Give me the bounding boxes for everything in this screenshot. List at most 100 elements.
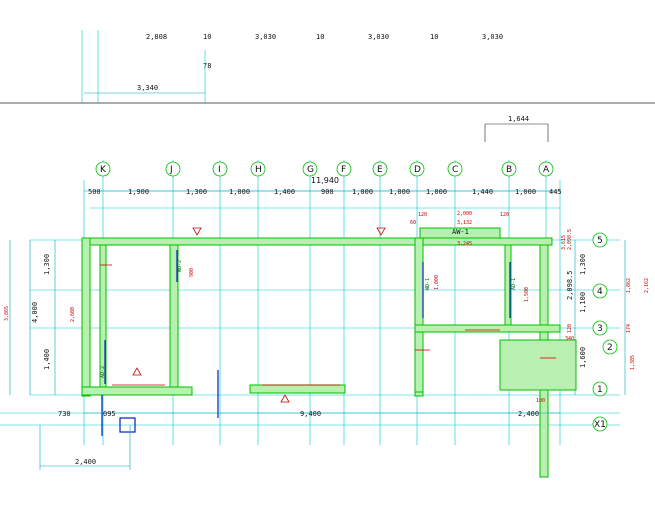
right-r10: 2,098.5: [567, 229, 573, 250]
label-120a: 120: [418, 212, 427, 218]
right-r7: 2,162: [644, 278, 650, 293]
label-aw1: AW-1: [452, 228, 469, 236]
label-60: 60: [410, 220, 416, 226]
svg-text:1: 1: [597, 385, 603, 395]
span-5: 900: [321, 188, 334, 196]
left-small: 3,865: [4, 306, 10, 321]
column-bubble-g: G: [302, 161, 318, 177]
top-dim-f: 10: [430, 33, 438, 41]
svg-text:C: C: [452, 165, 458, 175]
column-grid-lines: [83, 160, 561, 445]
label-3615: 3,615: [561, 235, 567, 250]
label-340: 340: [565, 336, 574, 342]
span-10: 1,000: [515, 188, 536, 196]
right-r2: 1,100: [579, 292, 587, 313]
top-dim-c: 3,030: [255, 33, 276, 41]
right-r8: 120: [567, 324, 573, 333]
top-dim-d: 10: [316, 33, 324, 41]
label-120b: 120: [500, 212, 509, 218]
label-3245: 3,245: [457, 241, 472, 247]
svg-text:K: K: [100, 165, 107, 175]
span-6: 1,000: [352, 188, 373, 196]
walls: [81, 227, 577, 478]
top-dim-a: 2,808: [146, 33, 167, 41]
column-bubble-e: E: [372, 161, 388, 177]
row-bubble-3: 3: [592, 320, 608, 336]
right-r3: 2,098.5: [566, 270, 574, 300]
row-bubble-2: 2: [602, 339, 618, 355]
top-dim-g: 3,030: [482, 33, 503, 41]
column-bubble-h: H: [250, 161, 266, 177]
red-markers: [100, 227, 556, 403]
bottom-dim-c: 9,400: [300, 410, 321, 418]
span-11: 445: [549, 188, 562, 196]
bottom-dim-f: 2,400: [75, 458, 96, 466]
svg-text:G: G: [307, 165, 314, 175]
label-wd2: WD-2: [177, 260, 183, 272]
span-9: 1,440: [472, 188, 493, 196]
bottom-dim-e: 100: [536, 398, 545, 404]
column-bubble-f: F: [336, 161, 352, 177]
svg-text:E: E: [377, 165, 383, 175]
svg-text:F: F: [341, 165, 346, 175]
svg-text:2: 2: [607, 343, 613, 353]
column-bubble-k: K: [95, 161, 111, 177]
top-dim-e: 3,030: [368, 33, 389, 41]
label-2000: 2,000: [457, 211, 472, 217]
right-r4: 1,600: [579, 347, 587, 368]
svg-text:4: 4: [597, 287, 603, 297]
label-ad2: AD-2: [100, 366, 106, 378]
svg-text:B: B: [506, 165, 512, 175]
svg-text:J: J: [169, 165, 173, 175]
svg-text:A: A: [543, 165, 550, 175]
svg-text:5: 5: [597, 236, 603, 246]
label-900: 900: [189, 268, 195, 277]
label-1000: 1,000: [434, 275, 440, 290]
openings: [101, 250, 511, 436]
top-dim-h: 78: [203, 62, 211, 70]
overall-width: 11,940: [311, 176, 339, 185]
span-dimensions: 11,940 500 1,900 1,300 1,000 1,400 900 1…: [84, 176, 562, 196]
top-dimension-strip: 2,808 10 3,030 10 3,030 10 3,030 78 3,34…: [0, 30, 655, 142]
top-dim-b: 10: [203, 33, 211, 41]
row-bubble-1: 1: [592, 381, 608, 397]
row-bubble-4: 4: [592, 283, 608, 299]
span-8: 1,000: [426, 188, 447, 196]
left-dimensions: 4,000 1,300 1,400 3,865 2,600: [4, 240, 76, 395]
right-r5: 1,385: [630, 355, 636, 370]
bottom-dim-b: 095: [103, 410, 116, 418]
left-mid: 2,600: [70, 307, 76, 322]
bottom-dim-a: 730: [58, 410, 71, 418]
left-total: 4,000: [31, 302, 39, 323]
right-r6: 1,862: [626, 278, 632, 293]
right-r1: 1,300: [579, 254, 587, 275]
span-2: 1,300: [186, 188, 207, 196]
svg-text:I: I: [218, 165, 221, 175]
left-top: 1,300: [43, 254, 51, 275]
label-1500: 1,500: [524, 287, 530, 302]
top-dim-i: 3,340: [137, 84, 158, 92]
column-bubble-i: I: [212, 161, 228, 177]
svg-text:D: D: [414, 165, 421, 175]
label-wd1: WD-1: [425, 278, 431, 290]
span-4: 1,400: [274, 188, 295, 196]
bottom-dim-d: 2,400: [518, 410, 539, 418]
label-ad1: AD-1: [511, 278, 517, 290]
span-0: 500: [88, 188, 101, 196]
span-3: 1,000: [229, 188, 250, 196]
column-bubble-c: C: [447, 161, 463, 177]
element-labels: AW-1 WD-1 AD-1 AD-2 WD-2 120 120 2,000 3…: [100, 211, 574, 378]
span-1: 1,900: [128, 188, 149, 196]
svg-text:X1: X1: [594, 420, 606, 430]
svg-text:3: 3: [597, 324, 603, 334]
bottom-dimensions: 730 095 9,400 2,400 100 2,400: [39, 398, 560, 470]
column-bubbles: K J I H G F E D C B A: [95, 161, 554, 177]
top-dim-j: 1,644: [508, 115, 529, 123]
svg-text:H: H: [255, 165, 262, 175]
row-bubbles: 5 4 3 2 1 X1: [592, 232, 618, 432]
row-bubble-5: 5: [592, 232, 608, 248]
row-bubble-x1: X1: [592, 416, 608, 432]
column-bubble-b: B: [501, 161, 517, 177]
column-bubble-d: D: [409, 161, 425, 177]
